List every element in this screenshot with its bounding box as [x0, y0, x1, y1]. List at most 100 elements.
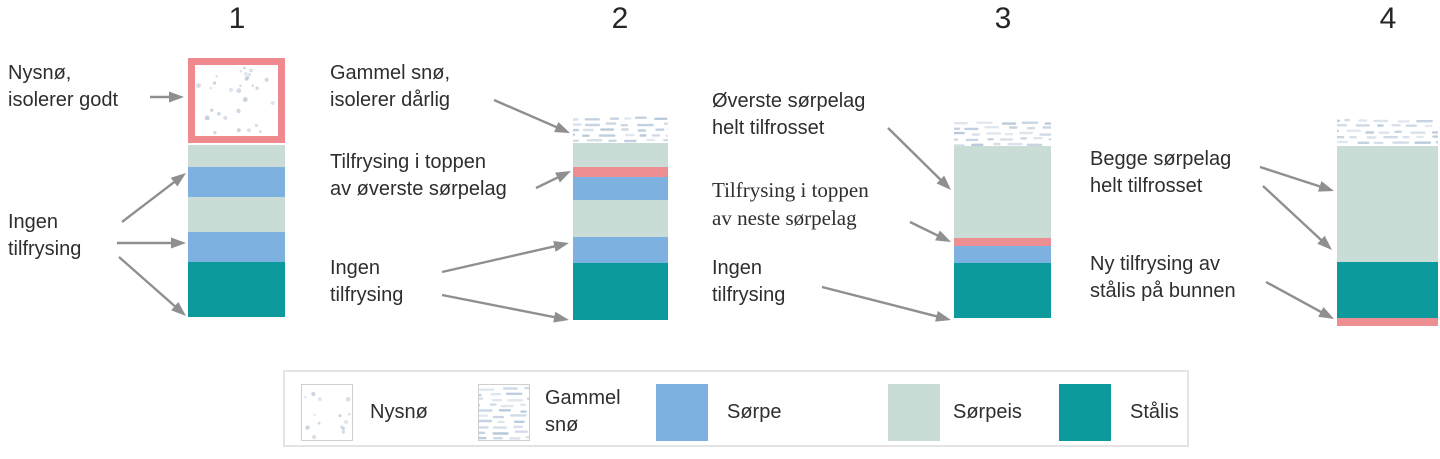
legend-swatch-sorpe-icon: [656, 384, 708, 441]
label-ingen-tilfrysing-col3: Ingen tilfrysing: [712, 255, 785, 309]
legend-box: [283, 370, 1189, 447]
annotation-arrow-line: [1262, 185, 1324, 243]
annotation-arrow-line: [821, 285, 939, 318]
column-number-4: 4: [1379, 2, 1397, 35]
label-line: Tilfrysing i toppen: [712, 178, 869, 202]
legend-label-sorpeis: Sørpeis: [953, 399, 1022, 426]
label-line: Ingen: [330, 257, 381, 279]
layer-sorpeis: [188, 197, 285, 232]
layer-tilfrysing: [1337, 318, 1438, 326]
annotation-arrow-head: [935, 311, 951, 322]
label-line: snø: [545, 414, 579, 436]
label-line: av øverste sørpelag: [330, 178, 507, 200]
label-begge-sorpelag-tilfrosset: Begge sørpelag helt tilfrosset: [1090, 146, 1231, 200]
annotation-arrow-line: [493, 98, 559, 129]
label-line: isolerer godt: [8, 89, 119, 111]
texture-pattern: [303, 391, 351, 440]
layer-stalis: [188, 262, 285, 317]
label-line: Gammel snø,: [330, 62, 451, 84]
layer-gammelsno: [573, 115, 668, 143]
label-ny-tilfrysing-stalis: Ny tilfrysing av stålis på bunnen: [1090, 251, 1236, 305]
legend-label-sorpe: Sørpe: [727, 399, 781, 426]
column-number-1: 1: [228, 2, 246, 35]
layer-stalis: [954, 263, 1051, 318]
label-line: Sørpeis: [953, 401, 1022, 423]
label-gammel-sno-isolerer-darlig: Gammel snø, isolerer dårlig: [330, 60, 450, 114]
annotation-arrow-line: [887, 127, 943, 182]
layer-sorpeis: [954, 146, 1051, 238]
layer-tilfrysing: [573, 167, 668, 177]
annotation-arrow-head: [1318, 307, 1334, 319]
layer-sorpe: [954, 246, 1051, 263]
annotation-arrow-head: [936, 175, 951, 190]
label-line: isolerer dårlig: [330, 89, 451, 111]
legend-swatch-nysno-icon: [301, 384, 353, 441]
texture-pattern: [479, 386, 529, 440]
label-overste-sorpelag-tilfrosset: Øverste sørpelag helt tilfrosset: [712, 88, 865, 142]
texture-pattern: [1337, 118, 1438, 145]
legend-label-nysno: Nysnø: [370, 399, 428, 426]
label-line: Ingen: [8, 211, 59, 233]
texture-pattern: [954, 121, 1051, 146]
label-line: av neste sørpelag: [712, 206, 857, 230]
column-number-3: 3: [994, 2, 1012, 35]
layer-sorpeis: [573, 200, 668, 237]
label-line: helt tilfrosset: [1090, 175, 1203, 197]
label-line: Ingen: [712, 257, 763, 279]
layer-nysno: [188, 58, 285, 143]
layer-stalis: [573, 263, 668, 320]
label-tilfrysing-overste-sorpelag: Tilfrysing i toppen av øverste sørpelag: [330, 149, 507, 203]
label-line: stålis på bunnen: [1090, 280, 1236, 302]
layer-sorpeis: [1337, 146, 1438, 262]
annotation-arrow-line: [118, 256, 177, 309]
annotation-arrow-head: [169, 91, 184, 103]
label-line: Ny tilfrysing av: [1090, 253, 1221, 275]
label-line: Gammel: [545, 387, 621, 409]
layer-gammelsno: [954, 119, 1051, 146]
layer-sorpe: [573, 177, 668, 200]
legend-label-gammelsno: Gammel snø: [545, 385, 621, 439]
annotation-arrow-head: [171, 302, 186, 316]
annotation-arrow-head: [553, 241, 569, 252]
label-ingen-tilfrysing-col1: Ingen tilfrysing: [8, 209, 81, 263]
annotation-arrow-head: [1318, 181, 1334, 192]
label-line: Øverste sørpelag: [712, 90, 866, 112]
layer-gammelsno: [1337, 117, 1438, 146]
annotation-arrow-head: [1317, 235, 1332, 250]
layer-sorpe: [188, 167, 285, 197]
layer-stalis: [1337, 262, 1438, 318]
layer-sorpe: [188, 232, 285, 262]
annotation-arrow-line: [535, 175, 560, 190]
label-line: Stålis: [1130, 401, 1179, 423]
label-line: Nysnø,: [8, 62, 72, 84]
annotation-arrow-line: [121, 179, 177, 223]
legend-label-stalis: Stålis: [1130, 399, 1179, 426]
label-tilfrysing-neste-sorpelag: Tilfrysing i toppen av neste sørpelag: [712, 176, 869, 232]
legend-swatch-sorpeis-icon: [888, 384, 940, 441]
label-nysno-isolerer-godt: Nysnø, isolerer godt: [8, 60, 118, 114]
annotation-arrow-line: [441, 293, 557, 319]
label-line: tilfrysing: [712, 284, 786, 306]
annotation-arrow-line: [441, 244, 557, 274]
annotation-arrow-head: [555, 171, 571, 183]
annotation-arrow-head: [553, 311, 569, 323]
layer-tilfrysing: [954, 238, 1051, 246]
label-line: Begge sørpelag: [1090, 148, 1232, 170]
annotation-arrow-line: [1259, 165, 1322, 189]
layer-sorpeis: [188, 145, 285, 167]
legend-swatch-gammelsno-icon: [478, 384, 530, 441]
texture-pattern: [573, 116, 668, 143]
annotation-arrow-line: [1265, 280, 1324, 314]
label-line: Sørpe: [727, 401, 782, 423]
column-number-2: 2: [611, 2, 629, 35]
legend-swatch-stalis-icon: [1059, 384, 1111, 441]
annotation-arrow-head: [171, 237, 186, 249]
annotation-arrow-head: [170, 173, 186, 187]
label-line: helt tilfrosset: [712, 117, 825, 139]
label-line: tilfrysing: [330, 284, 404, 306]
layer-sorpeis: [573, 143, 668, 167]
label-line: Nysnø: [370, 401, 428, 423]
label-line: Tilfrysing i toppen: [330, 151, 486, 173]
layer-sorpe: [573, 237, 668, 263]
